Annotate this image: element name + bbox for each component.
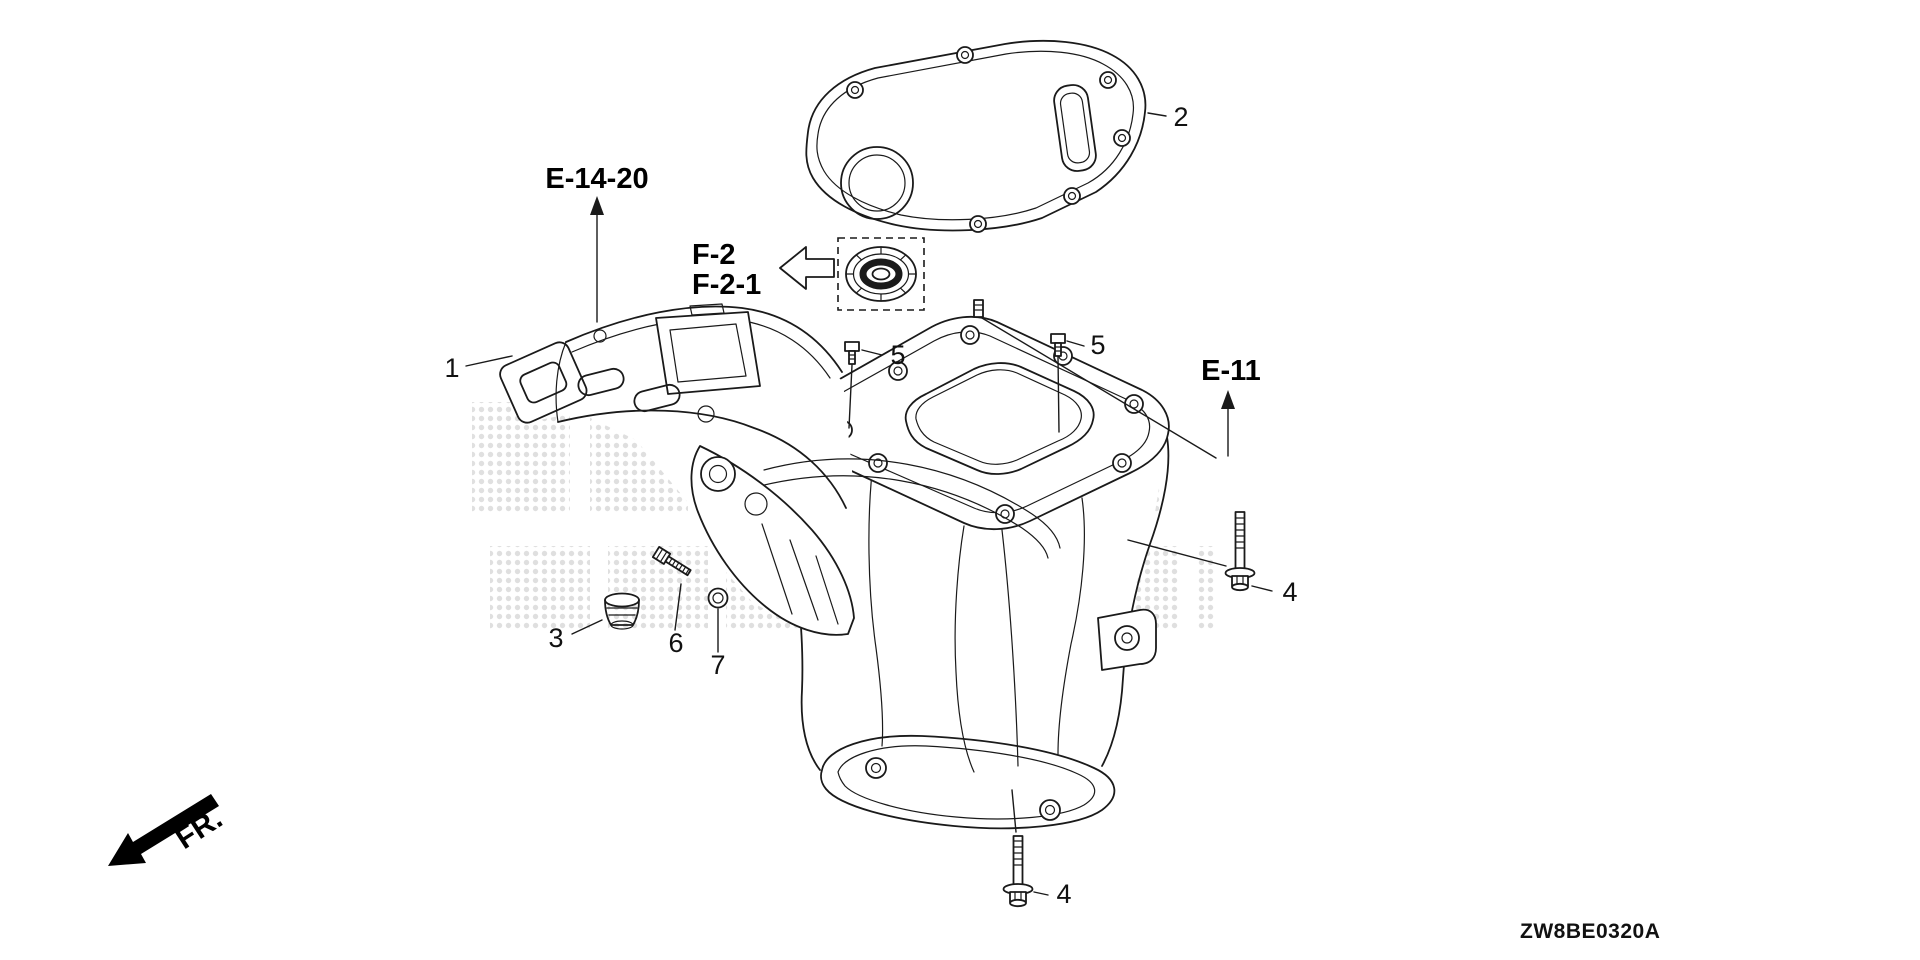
mount-bracket xyxy=(499,341,588,424)
callout-part-6: 6 xyxy=(668,628,683,658)
callout-part-2: 2 xyxy=(1173,102,1188,132)
fr-arrow-icon xyxy=(108,794,219,866)
up-arrow-icon xyxy=(590,196,604,215)
flange-bolt-4-right-drawing xyxy=(1224,511,1256,592)
drawing-code: ZW8BE0320A xyxy=(1520,920,1660,943)
callout-part-5-left: 5 xyxy=(890,340,905,370)
callout-part-1: 1 xyxy=(444,353,459,383)
section-ref-e-11: E-11 xyxy=(1201,355,1261,387)
callout-part-4-bottom: 4 xyxy=(1056,879,1071,909)
plug-3-drawing xyxy=(604,592,640,630)
extension-case-drawing xyxy=(788,299,1170,832)
gasket-drawing xyxy=(805,39,1147,233)
labels: E-14-20 F-2 F-2-1 E-11 1 2 3 4 4 5 5 6 7 xyxy=(444,102,1297,909)
section-ref-f-2: F-2 xyxy=(692,239,736,271)
up-arrow-icon xyxy=(1221,390,1235,409)
mount-frame-drawing xyxy=(499,298,1061,636)
front-direction-indicator: FR. xyxy=(108,794,228,866)
leader-lines xyxy=(465,112,1273,896)
screw-5-right-drawing xyxy=(1050,333,1066,357)
washer-7-drawing xyxy=(707,587,729,609)
dashed-reference-box xyxy=(837,237,925,311)
flange-bolt-4-bottom-drawing xyxy=(1002,835,1034,908)
section-ref-e-14-20: E-14-20 xyxy=(545,163,648,195)
callout-part-3: 3 xyxy=(548,623,563,653)
fr-label: FR. xyxy=(170,802,229,856)
flange-stud xyxy=(973,299,984,318)
f2-pointer-arrow-icon xyxy=(779,246,835,290)
section-ref-f-2-1: F-2-1 xyxy=(692,269,761,301)
callout-part-5-right: 5 xyxy=(1090,330,1105,360)
oil-seal-drawing xyxy=(837,237,925,311)
callout-part-7: 7 xyxy=(710,650,725,680)
screw-5-left-drawing xyxy=(844,341,860,365)
callout-part-4-right: 4 xyxy=(1282,577,1297,607)
bolt-6-drawing xyxy=(651,546,692,577)
